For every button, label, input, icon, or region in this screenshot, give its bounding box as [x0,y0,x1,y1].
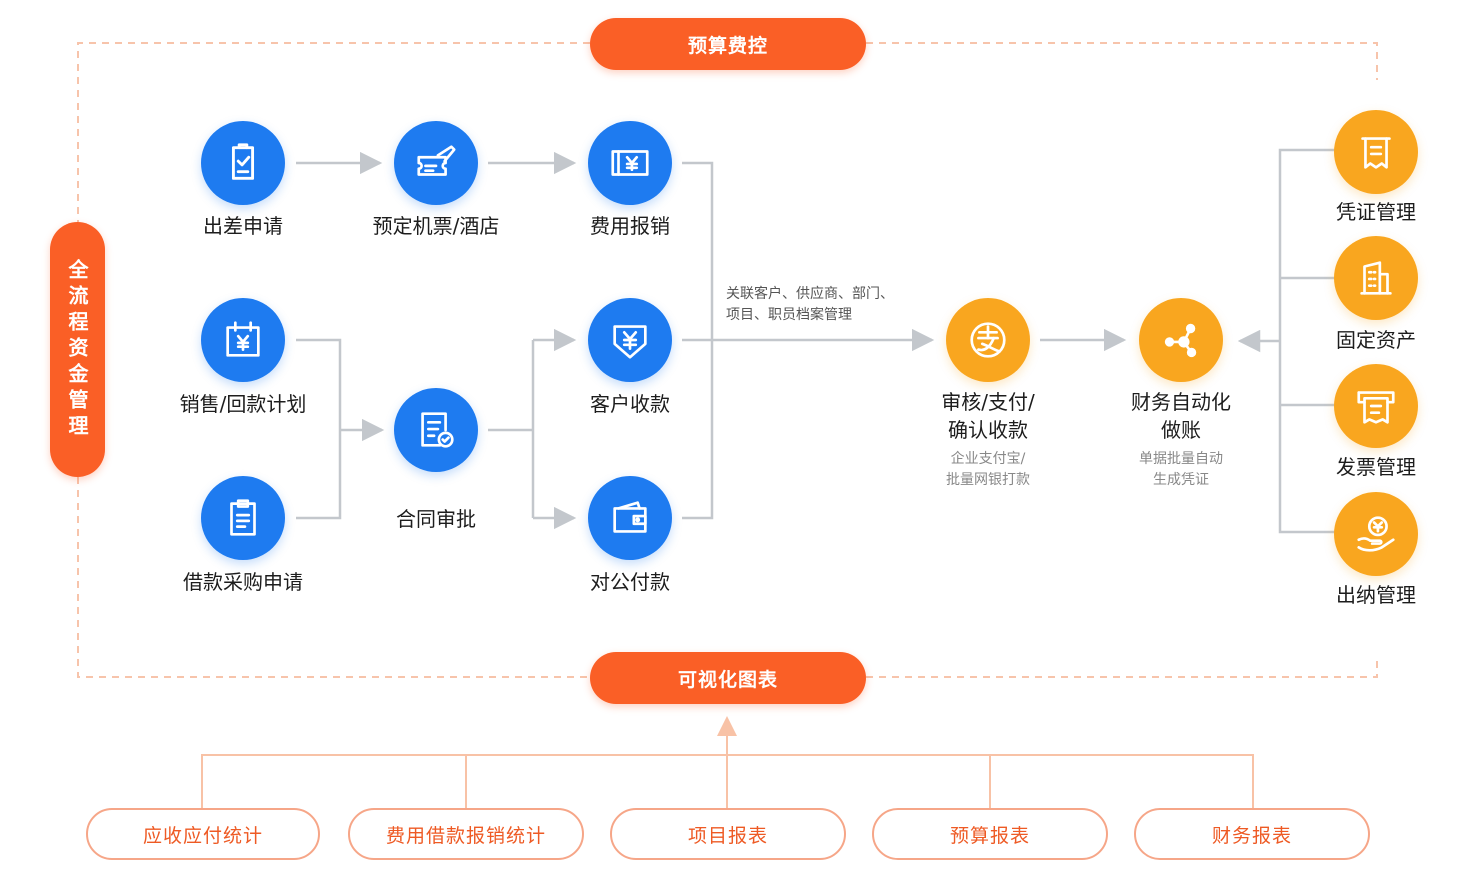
node-contract-approval-label: 合同审批 [396,507,476,531]
node-contract-approval[interactable] [394,388,478,472]
node-booking[interactable] [394,121,478,205]
wallet-icon [613,501,647,533]
node-fixed-assets-label: 固定资产 [1336,328,1416,352]
node-sales-plan-label: 销售/回款计划 [179,392,307,416]
node-travel-request[interactable] [201,121,285,205]
report-finance-label: 财务报表 [1211,824,1292,847]
node-auto-bookkeeping[interactable] [1139,298,1223,382]
report-project-label: 项目报表 [687,824,768,847]
yen-shield-icon [613,325,647,359]
node-fixed-assets[interactable] [1334,236,1418,320]
yen-calendar-icon [226,321,260,357]
node-auto-bookkeeping-label-line-2: 做账 [1161,418,1201,442]
node-voucher[interactable] [1334,110,1418,194]
plane-ticket-icon [417,145,456,176]
visual-charts-label: 可视化图表 [677,668,778,691]
node-auto-bookkeeping-label-line-1: 财务自动化 [1131,390,1231,414]
node-sales-plan[interactable] [201,298,285,382]
node-expense-claim-label: 费用报销 [590,214,670,238]
report-project[interactable]: 项目报表 [610,808,846,860]
network-icon [1164,323,1197,358]
node-auto-bookkeeping-sub-line-2: 生成凭证 [1153,472,1209,488]
voucher-icon [1361,137,1391,169]
full-process-fund-banner: 全流程资金管理 [50,222,105,477]
report-expense-loan-stats-label: 费用借款报销统计 [385,824,546,847]
node-customer-receipt-label: 客户收款 [590,392,670,416]
node-invoice[interactable] [1334,364,1418,448]
hand-coin-icon [1357,516,1395,552]
node-auto-bookkeeping-sub: 单据批量自动 生成凭证 [1081,449,1281,491]
visual-charts-banner: 可视化图表 [590,652,866,704]
building-icon [1360,261,1392,295]
node-expense-claim[interactable] [588,121,672,205]
node-audit-pay-label-line-1: 审核/支付/ [941,390,1035,414]
report-ar-ap-stats[interactable]: 应收应付统计 [86,808,320,860]
report-budget-label: 预算报表 [949,824,1030,847]
report-finance[interactable]: 财务报表 [1134,808,1370,860]
node-audit-pay-label: 审核/支付/ 确认收款 [868,388,1108,444]
document-badge-icon [421,412,454,448]
budget-control-banner: 预算费控 [590,18,866,70]
report-ar-ap-stats-label: 应收应付统计 [142,824,263,847]
node-voucher-label: 凭证管理 [1336,200,1416,224]
link-note-line-1: 关联客户、供应商、部门、 [726,286,894,302]
node-booking-label: 预定机票/酒店 [372,214,500,238]
node-travel-request-label: 出差申请 [203,214,283,238]
node-customer-receipt[interactable] [588,298,672,382]
checklist-icon [231,143,255,180]
edge-sales-loan-merge [296,338,342,520]
dashed-frame [77,42,1378,678]
node-audit-pay[interactable] [946,298,1030,382]
invoice-icon [1357,391,1395,424]
link-note-line-2: 项目、职员档案管理 [726,307,852,323]
node-loan-purchase-label: 借款采购申请 [183,570,303,594]
full-process-fund-label: 全流程资金管理 [65,258,89,441]
node-corporate-payment-label: 对公付款 [590,570,670,594]
node-auto-bookkeeping-sub-line-1: 单据批量自动 [1139,451,1223,467]
clipboard-icon [230,499,256,536]
node-audit-pay-sub: 企业支付宝/ 批量网银打款 [888,449,1088,491]
report-budget[interactable]: 预算报表 [872,808,1108,860]
node-invoice-label: 发票管理 [1336,455,1416,479]
report-tree [201,716,1254,808]
node-loan-purchase[interactable] [201,476,285,560]
node-audit-pay-label-line-2: 确认收款 [948,418,1028,442]
alipay-icon [970,322,1006,358]
budget-control-label: 预算费控 [687,34,768,57]
yen-receipt-icon [611,150,649,176]
report-expense-loan-stats[interactable]: 费用借款报销统计 [348,808,584,860]
link-note: 关联客户、供应商、部门、 项目、职员档案管理 [726,284,894,326]
node-audit-pay-sub-line-2: 批量网银打款 [946,472,1030,488]
node-cashier-label: 出纳管理 [1336,583,1416,607]
node-auto-bookkeeping-label: 财务自动化 做账 [1061,388,1301,444]
node-audit-pay-sub-line-1: 企业支付宝/ [950,451,1026,467]
node-cashier[interactable] [1334,492,1418,576]
node-corporate-payment[interactable] [588,476,672,560]
